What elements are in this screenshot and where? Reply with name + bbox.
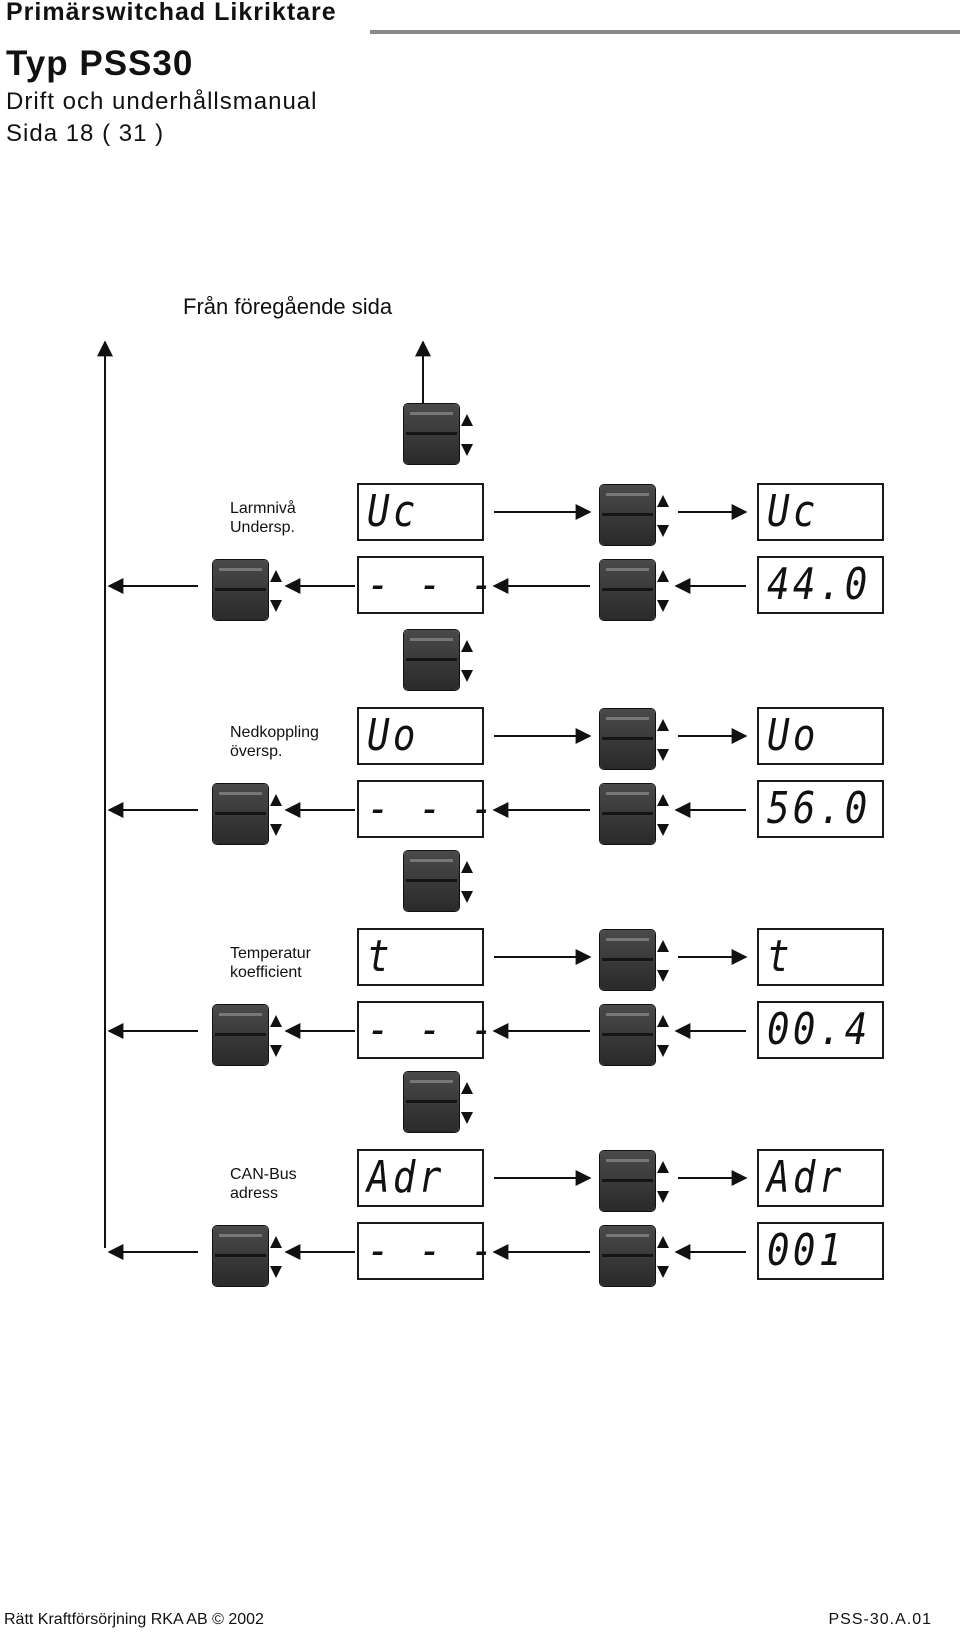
document-type: Typ PSS30 <box>6 44 194 83</box>
display-code-text: t <box>367 931 393 982</box>
down-arrow-icon <box>657 749 669 761</box>
down-arrow-icon <box>657 1045 669 1057</box>
display-code: Uo <box>357 707 484 765</box>
down-arrow-icon <box>657 1266 669 1278</box>
display-dashes-text: - - - <box>367 559 497 610</box>
display-dashes-text: - - - <box>367 1004 497 1055</box>
display-dashes: - - - <box>357 1222 493 1280</box>
document-subtitle: Drift och underhållsmanual <box>6 88 318 115</box>
down-arrow-icon <box>461 444 473 456</box>
display-code: t <box>357 928 484 986</box>
display-code-set-text: t <box>767 931 793 982</box>
navigation-key <box>600 930 655 990</box>
footer-company: Rätt Kraftförsörjning RKA AB © 2002 <box>4 1611 264 1628</box>
navigation-key <box>213 1226 268 1286</box>
up-arrow-icon <box>657 1236 669 1248</box>
parameter-sublabel: adress <box>230 1185 279 1202</box>
page-number: Sida 18 ( 31 ) <box>6 120 165 147</box>
display-code-set: Adr <box>757 1149 884 1207</box>
parameter-label: CAN-Bus <box>230 1166 297 1183</box>
navigation-key <box>404 851 459 911</box>
up-arrow-icon <box>657 794 669 806</box>
down-arrow-icon <box>657 1191 669 1203</box>
display-code-set-text: Uc <box>767 486 819 537</box>
down-arrow-icon <box>270 824 282 836</box>
footer-document-code: PSS-30.A.01 <box>828 1611 932 1628</box>
navigation-key <box>600 1151 655 1211</box>
up-arrow-icon <box>461 414 473 426</box>
display-value-text: 001 <box>767 1225 845 1276</box>
display-code-text: Uc <box>367 486 419 537</box>
display-dashes-text: - - - <box>367 783 497 834</box>
display-code-set-text: Adr <box>767 1152 845 1203</box>
navigation-key <box>600 485 655 545</box>
display-code: Uc <box>357 483 484 541</box>
down-arrow-icon <box>657 525 669 537</box>
up-arrow-icon <box>657 1161 669 1173</box>
up-arrow-icon <box>270 570 282 582</box>
display-dashes: - - - <box>357 556 493 614</box>
navigation-key <box>213 560 268 620</box>
display-value: 001 <box>757 1222 884 1280</box>
parameter-label: Temperatur <box>230 945 311 962</box>
navigation-key <box>600 560 655 620</box>
display-value: 00.4 <box>757 1001 884 1059</box>
up-arrow-icon <box>461 861 473 873</box>
navigation-key <box>213 784 268 844</box>
parameter-sublabel: översp. <box>230 743 283 760</box>
display-code-text: Adr <box>367 1152 445 1203</box>
parameter-label: Nedkoppling <box>230 724 319 741</box>
down-arrow-icon <box>461 1112 473 1124</box>
display-code-set-text: Uo <box>767 710 819 761</box>
down-arrow-icon <box>270 600 282 612</box>
up-arrow-icon <box>270 1236 282 1248</box>
up-arrow-icon <box>657 495 669 507</box>
up-arrow-icon <box>270 794 282 806</box>
down-arrow-icon <box>657 970 669 982</box>
navigation-key <box>404 630 459 690</box>
down-arrow-icon <box>461 670 473 682</box>
up-arrow-icon <box>657 719 669 731</box>
display-code-set: Uo <box>757 707 884 765</box>
down-arrow-icon <box>657 600 669 612</box>
display-value-text: 44.0 <box>767 559 871 610</box>
display-code-text: Uo <box>367 710 419 761</box>
parameter-sublabel: koefficient <box>230 964 302 981</box>
up-arrow-icon <box>657 940 669 952</box>
navigation-key <box>404 404 459 464</box>
display-dashes: - - - <box>357 780 493 838</box>
down-arrow-icon <box>270 1045 282 1057</box>
from-previous-page-label: Från föregående sida <box>183 294 393 319</box>
parameter-sublabel: Undersp. <box>230 519 295 536</box>
parameter-label: Larmnivå <box>230 500 296 517</box>
navigation-key <box>600 1226 655 1286</box>
navigation-key <box>600 784 655 844</box>
display-code: Adr <box>357 1149 484 1207</box>
display-dashes-text: - - - <box>367 1225 497 1276</box>
display-value: 56.0 <box>757 780 884 838</box>
navigation-key <box>404 1072 459 1132</box>
down-arrow-icon <box>657 824 669 836</box>
navigation-key <box>600 1005 655 1065</box>
down-arrow-icon <box>461 891 473 903</box>
display-code-set: t <box>757 928 884 986</box>
down-arrow-icon <box>270 1266 282 1278</box>
display-value-text: 56.0 <box>767 783 871 834</box>
up-arrow-icon <box>657 570 669 582</box>
up-arrow-icon <box>270 1015 282 1027</box>
display-value: 44.0 <box>757 556 884 614</box>
display-value-text: 00.4 <box>767 1004 871 1055</box>
navigation-key <box>600 709 655 769</box>
display-dashes: - - - <box>357 1001 493 1059</box>
header-rule <box>370 30 960 34</box>
up-arrow-icon <box>461 640 473 652</box>
header-title: Primärswitchad Likriktare <box>6 0 337 26</box>
navigation-key <box>213 1005 268 1065</box>
up-arrow-icon <box>657 1015 669 1027</box>
display-code-set: Uc <box>757 483 884 541</box>
up-arrow-icon <box>461 1082 473 1094</box>
